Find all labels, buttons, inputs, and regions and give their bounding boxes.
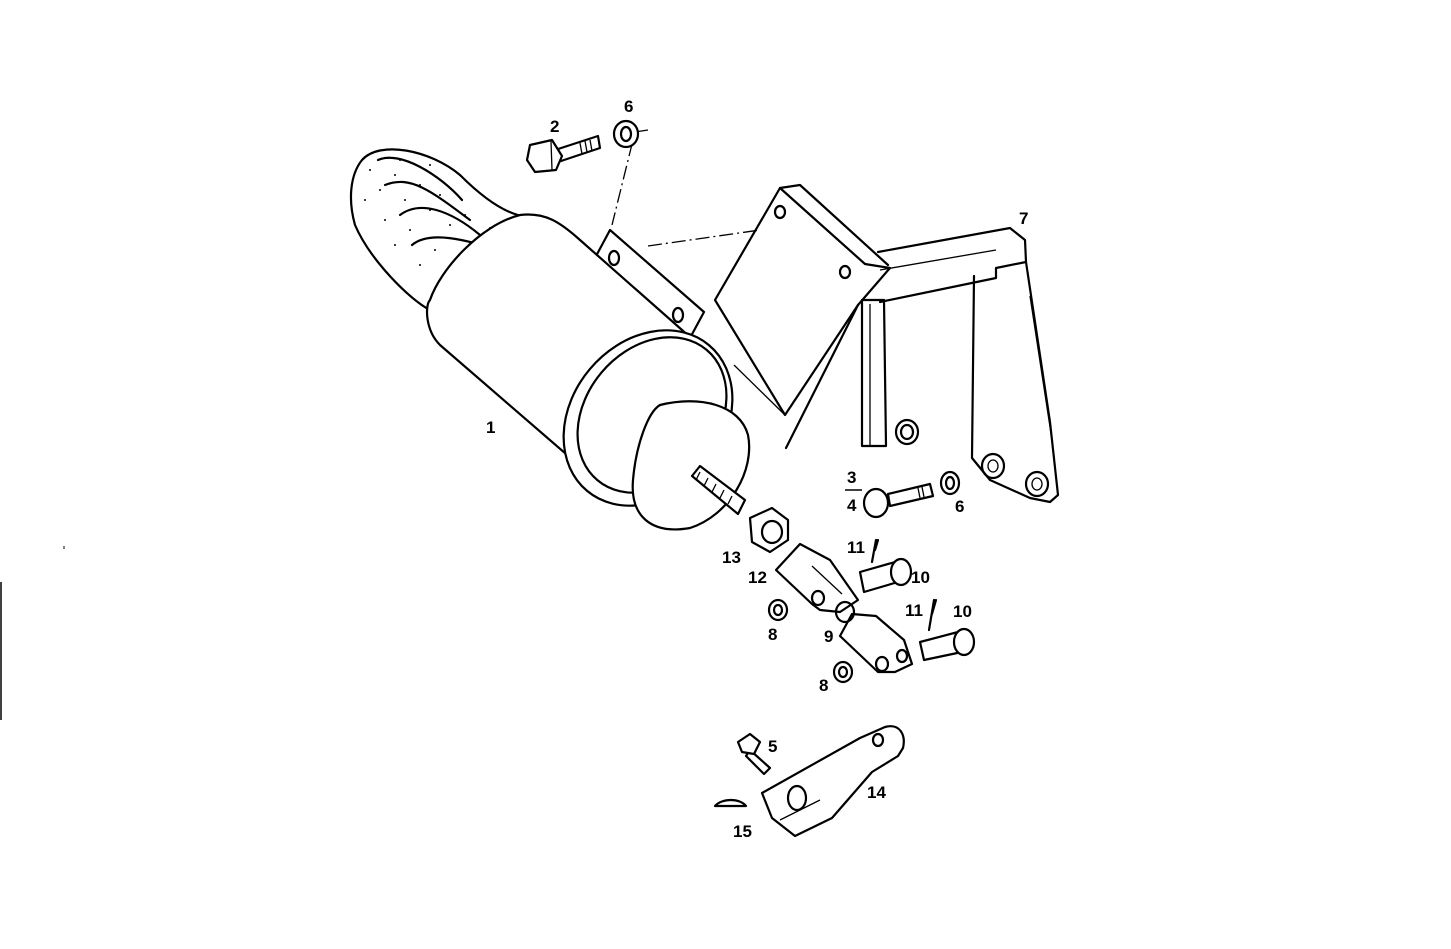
callout-1: 1: [486, 418, 495, 437]
callout-15: 15: [733, 822, 752, 841]
callout-11-lower: 11: [905, 601, 923, 620]
callout-5: 5: [768, 737, 777, 756]
clevis-part-9[interactable]: [834, 600, 914, 674]
washer-part-6-top[interactable]: [612, 119, 640, 149]
clevis-pin-part-10-upper[interactable]: [858, 557, 913, 594]
hex-bolt-part-3-4[interactable]: [862, 482, 935, 519]
threaded-stud: [690, 464, 747, 516]
hex-nut-part-13[interactable]: [748, 506, 790, 554]
split-pin-part-11-upper[interactable]: [870, 538, 880, 564]
washer-part-6-lower[interactable]: [939, 470, 961, 496]
split-pin-part-11-lower[interactable]: [927, 598, 938, 632]
callout-10-lower: 10: [953, 602, 972, 621]
washer-part-8-lower[interactable]: [832, 660, 854, 684]
callout-labels: 1 2 6 7 3 4 6 13 12 11 10 11 10 8 9 8 5 …: [486, 97, 1028, 841]
callout-6-top: 6: [624, 97, 633, 116]
callout-8-lower: 8: [819, 676, 828, 695]
clevis-pin-part-10-lower[interactable]: [918, 627, 976, 662]
callout-11-upper: 11: [847, 538, 865, 557]
woodruff-key-part-15[interactable]: [713, 798, 748, 808]
solenoid-part-1[interactable]: [349, 148, 767, 539]
margin-marks: [0, 546, 65, 720]
washer-part-8-upper[interactable]: [767, 598, 789, 622]
callout-4: 4: [847, 496, 857, 515]
callout-13: 13: [722, 548, 741, 567]
small-bolt-part-5[interactable]: [736, 732, 772, 776]
callout-8-upper: 8: [768, 625, 777, 644]
callout-14: 14: [867, 783, 886, 802]
callout-12: 12: [748, 568, 767, 587]
lever-part-14[interactable]: [760, 725, 905, 838]
alignment-lines: [611, 129, 761, 247]
hex-bolt-part-2[interactable]: [525, 134, 602, 174]
callout-2: 2: [550, 117, 559, 136]
mounting-bracket-part-7[interactable]: [713, 183, 1060, 504]
callout-3: 3: [847, 468, 856, 487]
callout-9: 9: [824, 627, 833, 646]
clevis-part-12[interactable]: [774, 542, 860, 614]
callout-7: 7: [1019, 209, 1028, 228]
callout-10-upper: 10: [911, 568, 930, 587]
callout-6-lower: 6: [955, 497, 964, 516]
